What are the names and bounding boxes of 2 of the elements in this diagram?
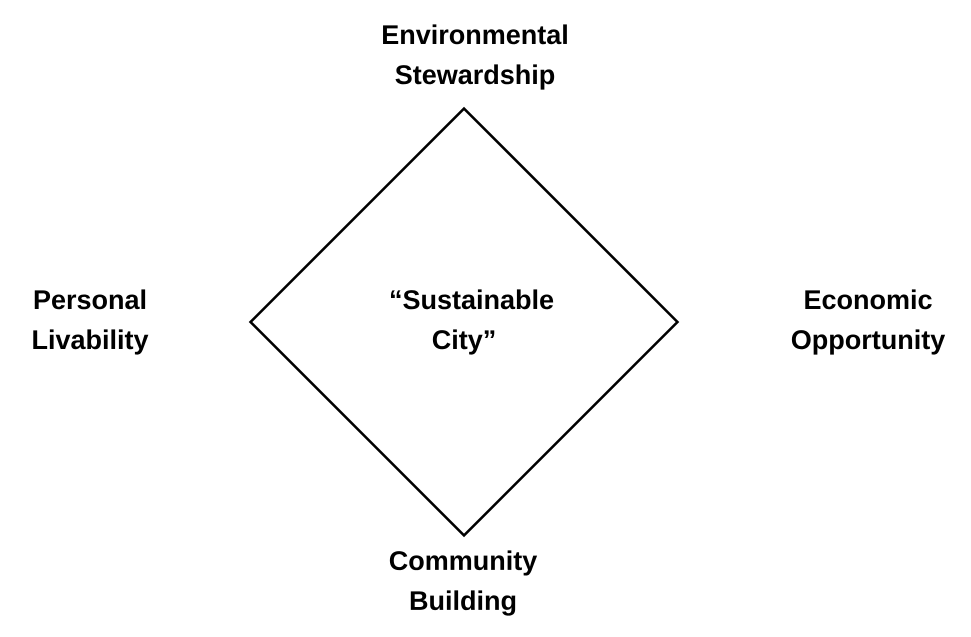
- corner-label: Economic Opportunity: [792, 289, 946, 355]
- corner-label: Personal Livability: [33, 289, 148, 355]
